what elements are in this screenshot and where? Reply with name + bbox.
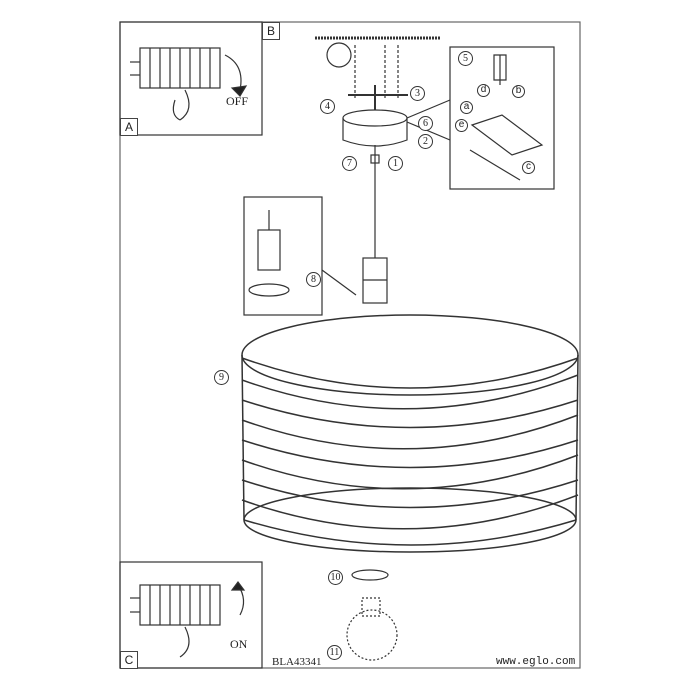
step-9: 9 <box>214 370 229 385</box>
part-c: c <box>522 161 535 174</box>
part-b: b <box>512 85 525 98</box>
ceiling-canopy <box>342 109 408 147</box>
on-label: ON <box>230 637 248 651</box>
breaker-switches-on <box>130 581 246 658</box>
panel-c-frame <box>119 561 263 669</box>
panel-a-label: A <box>120 118 138 136</box>
terminal-detail-frame <box>449 46 555 190</box>
step-1: 1 <box>388 156 403 171</box>
product-code: BLA43341 <box>272 656 322 668</box>
website-url: www.eglo.com <box>496 656 576 668</box>
step-2: 2 <box>418 134 433 149</box>
step-3: 3 <box>410 86 425 101</box>
step-6: 6 <box>418 116 433 131</box>
part-a: a <box>460 101 473 114</box>
socket-detail-frame <box>243 196 323 316</box>
step-7: 7 <box>342 156 357 171</box>
panel-c-label: C <box>120 651 138 669</box>
shade-ring <box>351 569 389 581</box>
step-4: 4 <box>320 99 335 114</box>
breaker-switches-off <box>130 47 248 121</box>
off-label: OFF <box>226 94 249 108</box>
step-8: 8 <box>306 272 321 287</box>
part-e: e <box>455 119 468 132</box>
part-d: d <box>477 84 490 97</box>
panel-b-label: B <box>262 22 280 40</box>
step-11: 11 <box>327 645 342 660</box>
lamp-shade <box>241 314 579 553</box>
page-frame <box>119 21 581 669</box>
panel-a-frame <box>119 21 263 136</box>
light-bulb <box>346 597 398 661</box>
step-5: 5 <box>458 51 473 66</box>
step-10: 10 <box>328 570 343 585</box>
